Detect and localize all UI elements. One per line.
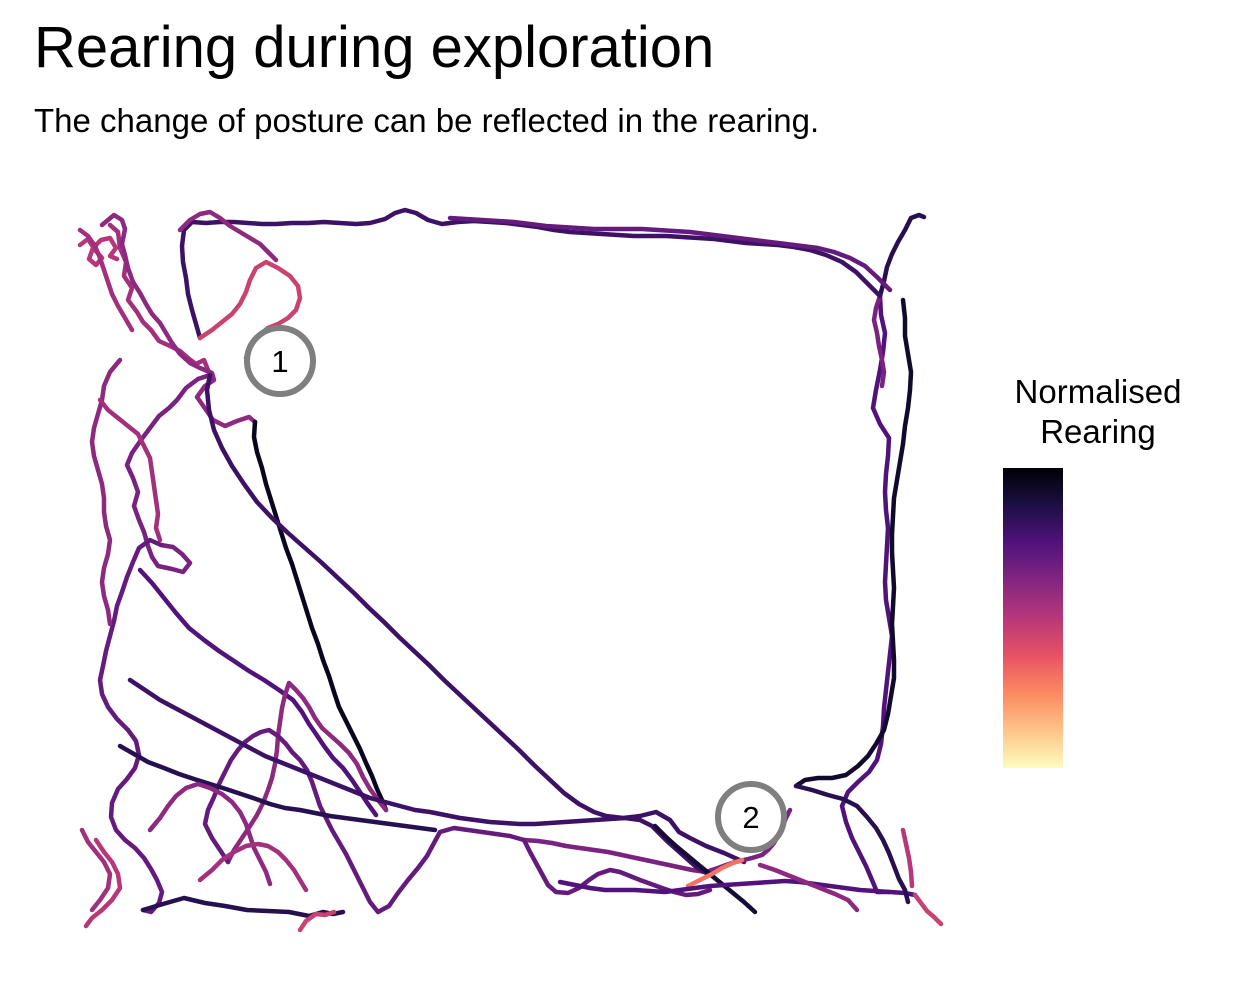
trajectory-segment-35 [79, 827, 113, 913]
trajectory-segment-11 [202, 727, 527, 915]
trajectory-paths [77, 207, 944, 933]
trajectory-segment-25 [793, 297, 914, 789]
trajectory-segment-36 [147, 781, 273, 887]
annotation-label-2: 2 [742, 800, 759, 835]
trajectory-segment-18 [557, 878, 918, 898]
trajectory-segment-15 [117, 743, 438, 833]
trajectory-segment-7 [251, 419, 389, 813]
trajectory-segment-2 [97, 537, 165, 915]
trajectory-segment-20 [912, 892, 944, 927]
chart-title: Rearing during exploration [34, 15, 715, 80]
trajectory-segment-10 [225, 680, 389, 865]
trajectory-segment-17 [685, 857, 745, 889]
trajectory-segment-32 [89, 357, 123, 627]
trajectory-segment-34 [83, 837, 123, 929]
trajectory-segment-3 [140, 895, 346, 919]
trajectory-segment-8 [204, 372, 747, 865]
legend-title: Normalised Rearing [960, 372, 1236, 452]
trajectory-segment-37 [197, 841, 309, 893]
legend-title-line1: Normalised [1014, 373, 1182, 410]
trajectory-segment-28 [447, 215, 893, 293]
legend-title-line2: Rearing [1040, 413, 1156, 450]
trajectory-segment-30 [177, 209, 279, 263]
trajectory-segment-33 [97, 397, 163, 543]
trajectory-segment-9 [137, 567, 379, 818]
annotation-circle-1 [244, 325, 316, 397]
annotation-label-1: 1 [271, 344, 288, 379]
annotation-circle-2 [715, 781, 787, 853]
trajectory-segment-27 [179, 207, 883, 341]
trajectory-segment-31 [77, 227, 135, 333]
trajectory-segment-19 [757, 862, 860, 913]
trajectory-segment-24 [871, 293, 887, 389]
trajectory-segment-21 [900, 827, 915, 889]
trajectory-segment-14 [652, 823, 758, 915]
trajectory-segment-13 [127, 677, 716, 879]
trajectory-segment-26 [793, 783, 911, 905]
legend-colorbar [1003, 468, 1063, 768]
chart-subtitle: The change of posture can be reflected i… [34, 102, 820, 139]
trajectory-segment-23 [877, 212, 927, 299]
annotation-markers: 12 [244, 325, 787, 853]
trajectory-segment-4 [297, 909, 337, 933]
trajectory-segment-1 [124, 372, 213, 575]
